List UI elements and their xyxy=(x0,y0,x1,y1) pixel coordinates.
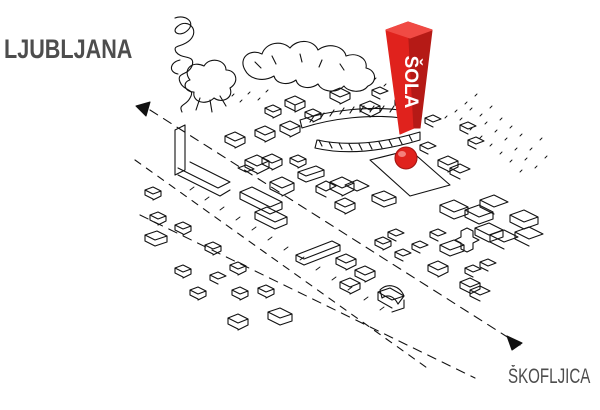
curved-building xyxy=(379,285,405,305)
tree-left xyxy=(184,59,237,113)
school-buildings xyxy=(299,105,421,153)
building-long xyxy=(174,124,231,197)
road-main xyxy=(134,109,521,379)
houses xyxy=(144,86,544,331)
exclamation-marker-icon xyxy=(385,21,433,170)
direction-arrow-icon xyxy=(135,101,523,351)
cross-houses xyxy=(454,227,480,253)
vegetation-dots xyxy=(231,77,548,173)
scribble-tree xyxy=(170,16,195,113)
tree-canopy xyxy=(242,40,376,92)
label-skofljica: ŠKOFLJICA xyxy=(508,365,591,388)
school-sign-text: ŠOLA xyxy=(400,56,422,109)
label-ljubljana: LJUBLJANA xyxy=(4,34,133,64)
